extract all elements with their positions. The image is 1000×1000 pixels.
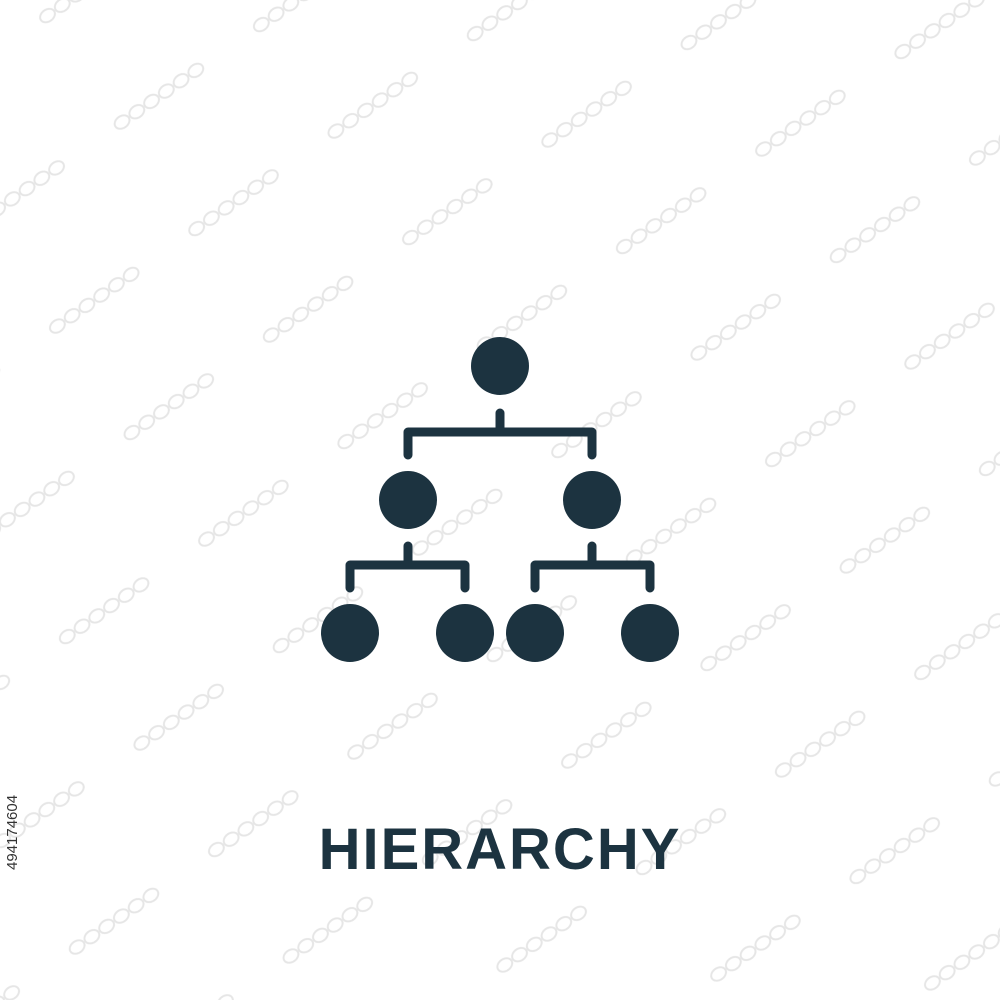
caption-title: HIERARCHY bbox=[318, 817, 682, 882]
top-node bbox=[471, 337, 529, 395]
mid-right-node bbox=[563, 471, 621, 529]
leaf-node-1 bbox=[321, 604, 379, 662]
leaf-node-4 bbox=[621, 604, 679, 662]
leaf-node-2 bbox=[436, 604, 494, 662]
right-connector bbox=[530, 541, 655, 593]
stock-id-label: 494174604 bbox=[4, 794, 21, 870]
mid-left-node bbox=[379, 471, 437, 529]
leaf-node-3 bbox=[506, 604, 564, 662]
left-connector bbox=[345, 541, 470, 593]
top-connector bbox=[403, 408, 597, 460]
